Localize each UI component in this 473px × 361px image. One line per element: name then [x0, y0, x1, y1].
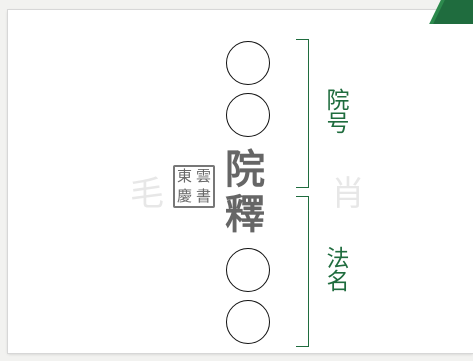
seal-char-1: 東 [176, 167, 192, 186]
watermark-left-text: 毛 [130, 174, 172, 214]
seal-char-2: 雲 [195, 167, 211, 186]
corner-accent [433, 0, 473, 24]
ingo-slot-1 [226, 41, 270, 85]
ingo-label: 院号 [322, 88, 348, 134]
document-sheet: 毛 肖 東 雲 慶 書 院 釋 院号 法名 [8, 0, 473, 353]
homyo-label: 法名 [322, 246, 348, 292]
seal-char-3: 慶 [176, 186, 192, 205]
homyo-slot-2 [226, 300, 270, 344]
ingo-bracket [296, 39, 309, 188]
kaimyo-char-in: 院 [225, 146, 265, 193]
kaimyo-char-shaku: 釋 [225, 191, 265, 238]
homyo-bracket [296, 196, 309, 347]
seal-char-4: 書 [195, 186, 211, 205]
homyo-slot-1 [226, 248, 270, 292]
watermark-right-text: 肖 [331, 174, 373, 214]
seal-stamp: 東 雲 慶 書 [173, 165, 215, 208]
ingo-slot-2 [226, 93, 270, 137]
